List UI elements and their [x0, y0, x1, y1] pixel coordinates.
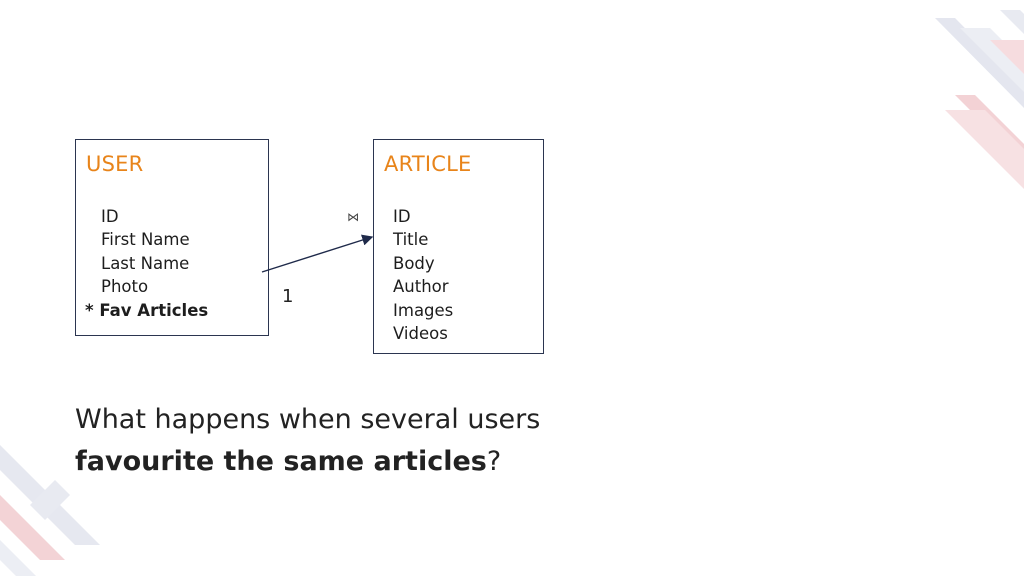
question-emphasis: favourite the same articles [75, 446, 487, 477]
article-field-images: Images [393, 301, 454, 320]
article-field-title: Title [393, 230, 429, 249]
question-mark: ? [486, 446, 502, 477]
question-line-2: favourite the same articles? [75, 446, 501, 477]
many-bowtie-icon: ⋈ [347, 210, 359, 224]
user-field-id: ID [101, 207, 119, 226]
cardinality-one-label: 1 [282, 286, 294, 307]
article-field-id: ID [393, 207, 411, 226]
article-entity-box: ARTICLE ID Title Body Author Images Vide… [373, 139, 544, 354]
user-field-first-name: First Name [101, 230, 190, 249]
user-field-last-name: Last Name [101, 254, 190, 273]
article-entity-title: ARTICLE [384, 152, 472, 176]
user-field-fav-articles: * Fav Articles [85, 301, 209, 320]
article-field-author: Author [393, 277, 449, 296]
user-entity-box: USER ID First Name Last Name Photo * Fav… [75, 139, 269, 336]
bottom-left-stripes [0, 445, 100, 576]
article-field-body: Body [393, 254, 435, 273]
question-line-1: What happens when several users [75, 404, 541, 435]
top-right-stripes [935, 10, 1024, 189]
user-entity-title: USER [86, 152, 144, 176]
article-field-videos: Videos [393, 324, 448, 343]
user-field-photo: Photo [101, 277, 149, 296]
